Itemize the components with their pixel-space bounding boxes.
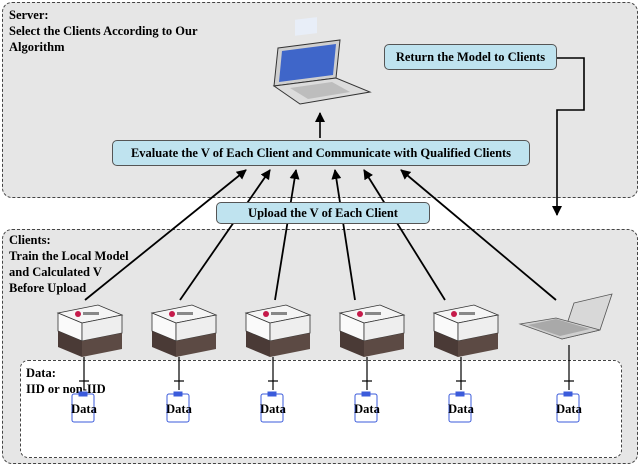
clients-label: Clients: Train the Local Model and Calcul… bbox=[9, 232, 129, 296]
clipboard-icon bbox=[448, 391, 472, 423]
clipboard-icon bbox=[71, 391, 95, 423]
evaluate-box: Evaluate the V of Each Client and Commun… bbox=[112, 140, 530, 166]
arrow-client-2 bbox=[179, 169, 271, 301]
clipboard-icon bbox=[166, 391, 190, 423]
data-group-label: Data: IID or non-IID bbox=[26, 365, 106, 397]
data-group-title: Data: bbox=[26, 366, 56, 380]
data-group-subtitle: IID or non-IID bbox=[26, 382, 106, 396]
clipboard-icons bbox=[71, 391, 580, 423]
arrow-client-6 bbox=[400, 169, 557, 301]
clipboard-icon bbox=[354, 391, 378, 423]
arrow-client-1 bbox=[84, 169, 247, 301]
raspberry-pi-box-icon bbox=[56, 304, 124, 357]
raspberry-pi-box-icon bbox=[338, 304, 406, 357]
arrow-client-4 bbox=[331, 169, 356, 301]
data-label-3: Data bbox=[260, 402, 286, 416]
data-label-1: Data bbox=[71, 402, 97, 416]
clipboard-icon bbox=[556, 391, 580, 423]
return-model-box: Return the Model to Clients bbox=[384, 44, 557, 70]
server-label: Server: Select the Clients According to O… bbox=[9, 7, 198, 55]
raspberry-pi-box-icon bbox=[432, 304, 500, 357]
clients-subtitle: Train the Local Model and Calculated V B… bbox=[9, 249, 129, 295]
laptop-icon bbox=[518, 293, 613, 340]
upload-box: Upload the V of Each Client bbox=[216, 202, 430, 224]
data-label-5: Data bbox=[448, 402, 474, 416]
data-label-2: Data bbox=[166, 402, 192, 416]
server-title: Server: bbox=[9, 8, 49, 22]
clipboard-icon bbox=[260, 391, 284, 423]
clients-title: Clients: bbox=[9, 233, 51, 247]
upload-arrows bbox=[84, 169, 557, 301]
device-data-connectors bbox=[79, 345, 574, 390]
raspberry-pi-box-icon bbox=[150, 304, 218, 357]
data-label-4: Data bbox=[354, 402, 380, 416]
data-label-6: Data bbox=[556, 402, 582, 416]
arrow-client-3 bbox=[274, 169, 300, 301]
arrow-client-5 bbox=[363, 169, 446, 301]
arrow-return-model bbox=[552, 57, 585, 216]
server-subtitle: Select the Clients According to Our Algo… bbox=[9, 24, 198, 54]
raspberry-pi-box-icon bbox=[244, 304, 312, 357]
server-laptop-icon bbox=[272, 17, 372, 105]
data-panel bbox=[20, 360, 622, 458]
